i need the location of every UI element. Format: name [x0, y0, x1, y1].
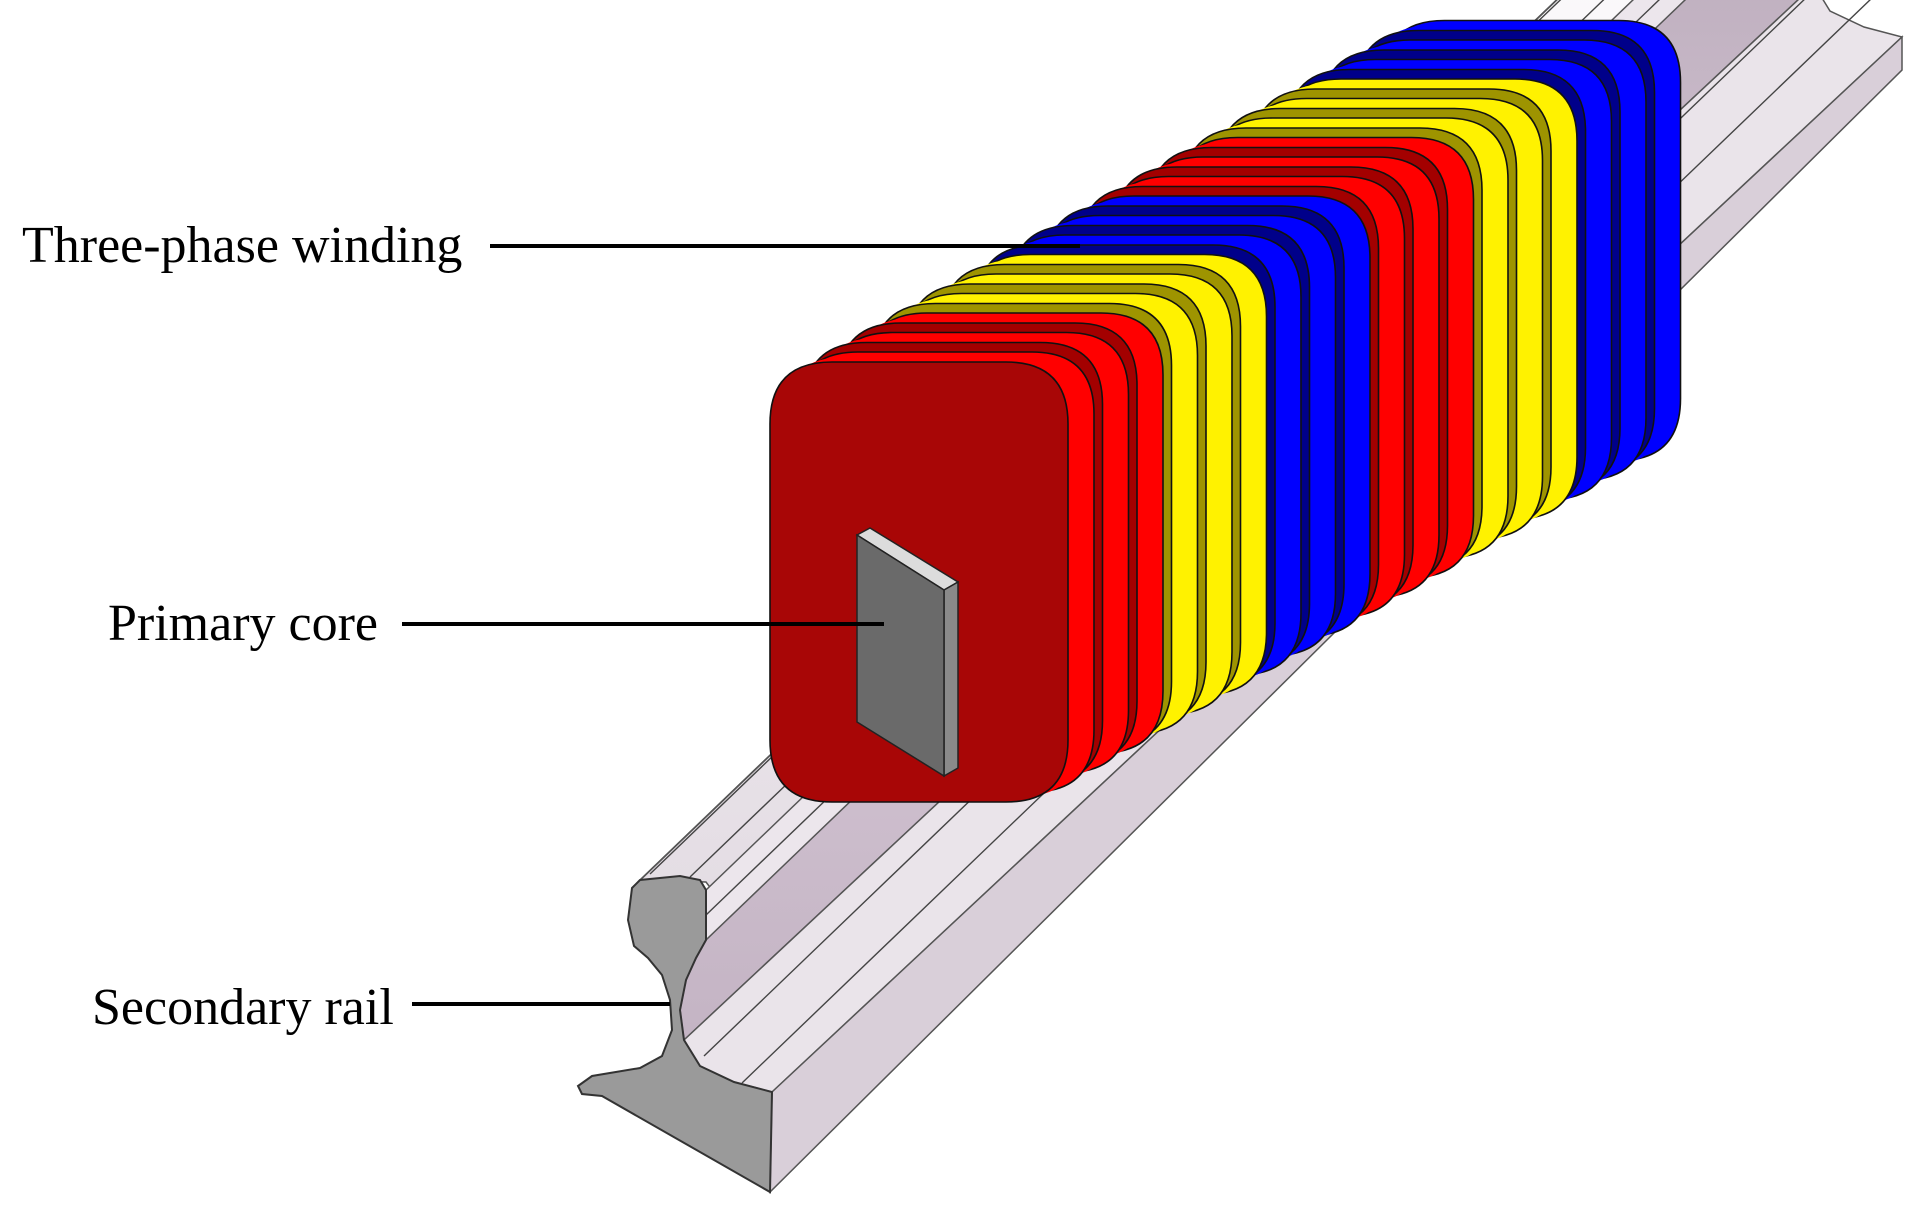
rail-label: Secondary rail — [92, 979, 394, 1036]
core-label: Primary core — [108, 595, 379, 652]
primary-core-side — [943, 580, 959, 778]
core-leader-line — [402, 622, 884, 626]
three-phase-winding — [769, 19, 1682, 803]
winding-leader-line — [490, 244, 1080, 248]
rail-leader-line — [412, 1002, 670, 1006]
primary-core-face — [856, 533, 945, 778]
winding-label: Three-phase winding — [22, 217, 463, 274]
rail-end-face — [576, 874, 774, 1194]
primary-core — [855, 527, 960, 778]
